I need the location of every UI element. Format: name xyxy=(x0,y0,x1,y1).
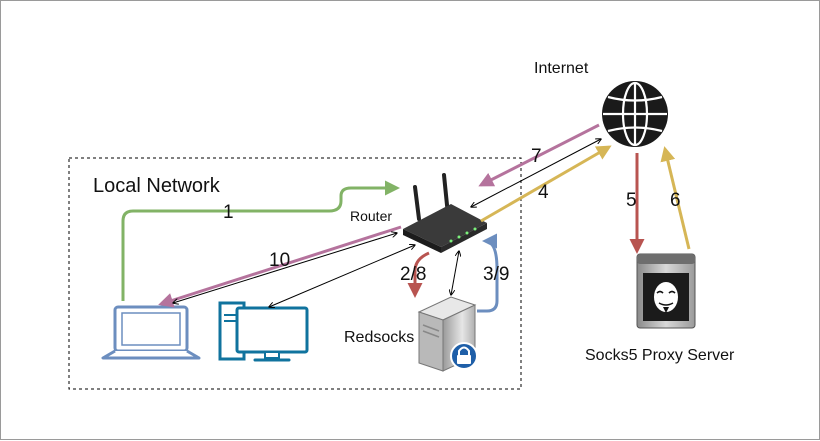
desktop-icon xyxy=(218,301,309,362)
server-lock-icon xyxy=(417,296,478,372)
link-router-internet xyxy=(471,139,601,207)
arrow-step-6 xyxy=(660,146,691,250)
step-label-4: 4 xyxy=(538,182,549,203)
arrow-step-2-8 xyxy=(407,251,430,298)
link-router-redsocks xyxy=(451,251,459,295)
link-router-desktop xyxy=(269,245,415,307)
laptop-icon xyxy=(101,305,201,360)
step-label-7: 7 xyxy=(531,146,542,167)
step-label-2-8: 2/8 xyxy=(400,264,427,285)
step-label-10: 10 xyxy=(269,250,291,271)
local-network-boundary xyxy=(68,157,522,390)
step-label-6: 6 xyxy=(670,190,681,211)
arrow-step-4 xyxy=(480,145,612,223)
router-icon xyxy=(403,173,487,253)
arrow-step-1 xyxy=(121,180,400,301)
step-label-3-9: 3/9 xyxy=(483,264,510,285)
proxy-server-label: Socks5 Proxy Server xyxy=(585,347,735,364)
arrow-step-3-9 xyxy=(477,233,499,313)
globe-icon xyxy=(602,81,668,147)
step-label-5: 5 xyxy=(626,190,637,211)
proxy-server-icon xyxy=(636,253,696,329)
router-label: Router xyxy=(350,208,393,224)
redsocks-label: Redsocks xyxy=(344,329,415,346)
internet-label: Internet xyxy=(534,60,589,77)
step-label-1: 1 xyxy=(223,202,234,223)
local-network-label: Local Network xyxy=(93,175,220,197)
